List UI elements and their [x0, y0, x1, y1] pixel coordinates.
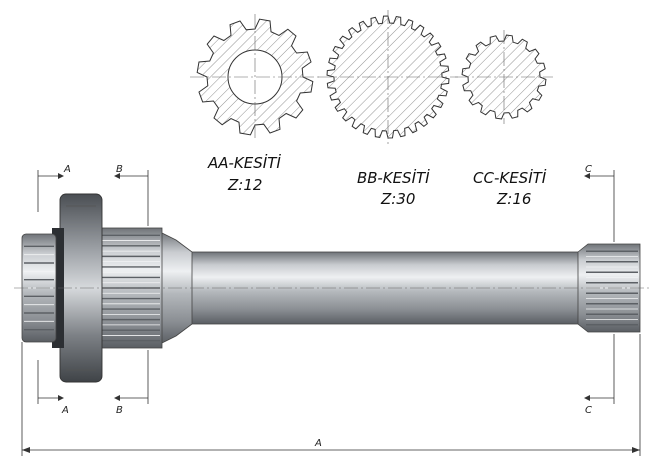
marker-b-bottom: B [116, 405, 123, 416]
section-bb-teeth: Z:30 [380, 190, 415, 208]
shaft-body [14, 193, 650, 383]
section-aa-teeth: Z:12 [227, 176, 262, 194]
section-aa-drawing [190, 14, 320, 140]
marker-b-top: B [116, 164, 123, 175]
marker-a-bottom: A [61, 405, 69, 416]
overall-length-label: A [314, 438, 322, 449]
section-cc-drawing [455, 30, 553, 124]
section-markers: A A B B C C [37, 164, 615, 416]
section-aa-title: AA-KESİTİ [207, 153, 281, 172]
section-cc-teeth: Z:16 [496, 190, 531, 208]
marker-c-bottom: C [585, 405, 592, 416]
overall-dimension: A [21, 334, 641, 456]
section-cc-title: CC-KESİTİ [473, 168, 547, 187]
section-bb-title: BB-KESİTİ [357, 168, 430, 187]
section-bb-drawing [318, 10, 458, 144]
marker-a-top: A [63, 164, 71, 175]
marker-c-top: C [585, 164, 592, 175]
